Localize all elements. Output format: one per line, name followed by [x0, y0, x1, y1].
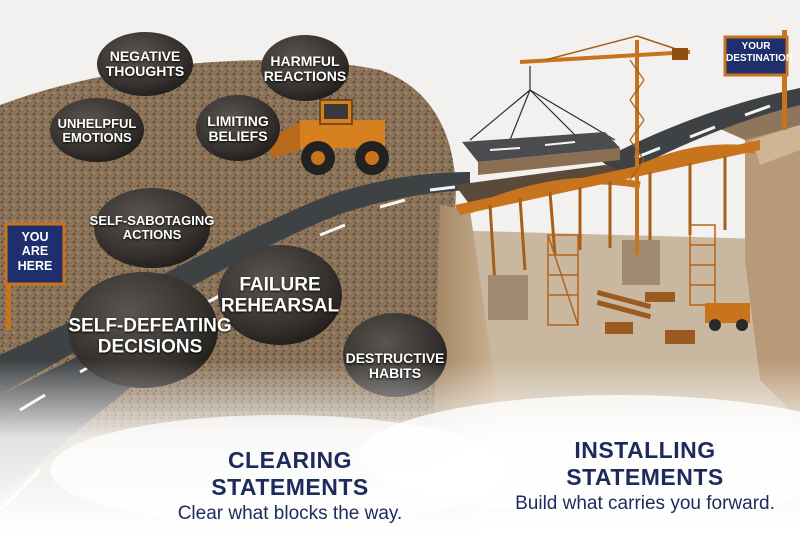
clearing-caption: CLEARING STATEMENTS Clear what blocks th…: [160, 447, 420, 525]
destination-sign: YOUR DESTINATION: [726, 41, 794, 64]
installing-title: INSTALLING STATEMENTS: [566, 437, 724, 490]
installing-subtitle: Build what carries you forward.: [515, 493, 775, 514]
installing-caption: INSTALLING STATEMENTS Build what carries…: [505, 437, 785, 515]
clearing-title: CLEARING STATEMENTS: [211, 447, 369, 500]
boulder-harmful-reactions: HARMFUL REACTIONS: [263, 52, 347, 84]
boulder-failure-rehearsal: FAILURE REHEARSAL: [220, 274, 340, 316]
boulder-self-sabotaging-actions: SELF-SABOTAGING ACTIONS: [89, 212, 215, 242]
boulder-negative-thoughts: NEGATIVE THOUGHTS: [105, 47, 185, 79]
clearing-subtitle: Clear what blocks the way.: [177, 503, 403, 524]
you-are-here-sign: YOU ARE HERE: [17, 230, 53, 273]
wheel-loader-icon: [268, 99, 389, 175]
boulder-self-defeating-decisions: SELF-DEFEATING DECISIONS: [68, 315, 232, 357]
boulder-limiting-beliefs: LIMITING BELIEFS: [207, 112, 269, 144]
boulder-unhelpful-emotions: UNHELPFUL EMOTIONS: [57, 115, 137, 145]
boulder-destructive-habits: DESTRUCTIVE HABITS: [345, 349, 445, 381]
